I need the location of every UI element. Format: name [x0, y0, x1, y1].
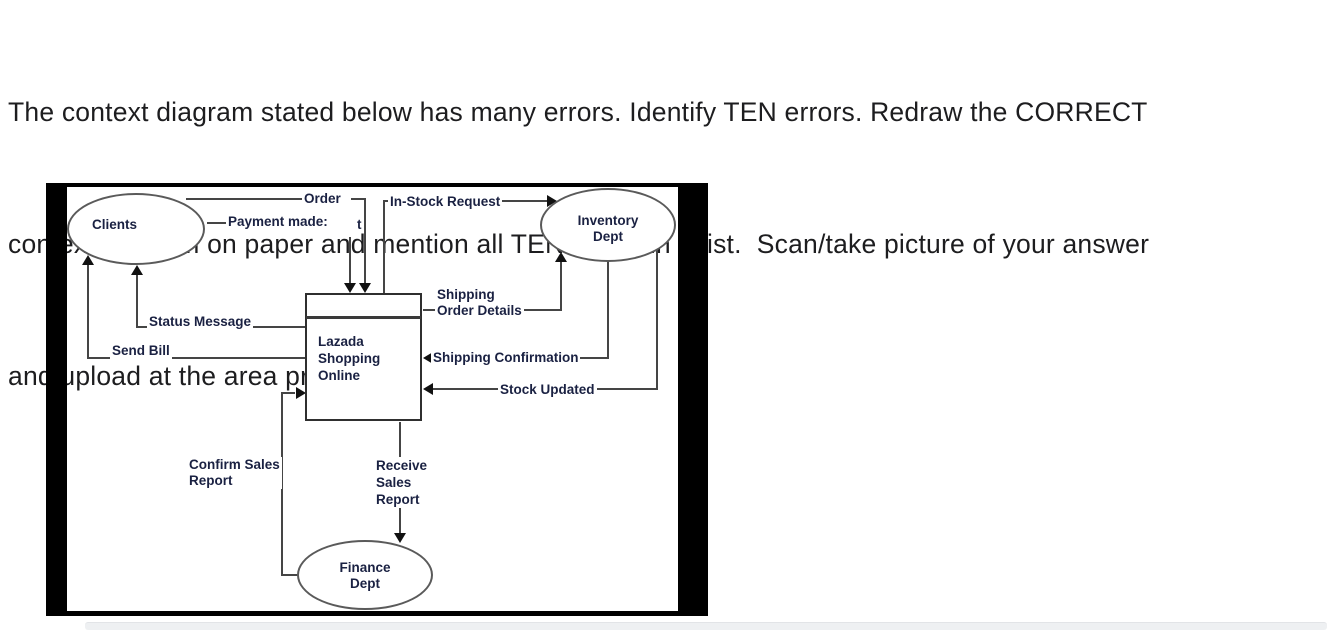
confirm-arrowhead — [296, 387, 306, 399]
flow-label-receive-sales-report: Receive Sales Report — [374, 457, 430, 508]
shipconf-arrowhead — [423, 352, 433, 364]
stock-arrowhead — [423, 383, 433, 395]
process-label-line2: Shopping — [318, 351, 381, 366]
stray-mark-artifact: t — [355, 217, 364, 233]
process-box: Lazada Shopping Online — [305, 293, 422, 421]
order-arrowhead — [359, 283, 371, 293]
finance-label-line2: Dept — [350, 576, 380, 591]
flow-line-order-v — [364, 199, 366, 285]
flow-label-confirm-sales-report: Confirm Sales Report — [187, 457, 282, 489]
flow-line-order-h2 — [351, 198, 366, 200]
sendbill-arrowhead — [82, 255, 94, 265]
shipping-order-details-line1: Shipping — [437, 287, 495, 302]
flow-line-payment-v — [349, 237, 351, 285]
confirm-sales-report-line1: Confirm Sales — [189, 457, 280, 472]
clients-entity — [67, 193, 205, 265]
process-header-divider — [306, 316, 421, 319]
receive-sales-report-line3: Report — [376, 492, 420, 507]
shiporder-arrowhead — [555, 252, 567, 262]
inventory-label-line1: Inventory — [577, 213, 639, 228]
flow-label-shipping-confirmation: Shipping Confirmation — [431, 350, 581, 366]
flow-line-payment-h — [207, 222, 229, 224]
flow-line-status-v — [136, 273, 138, 328]
flow-line-shipconf-v — [607, 261, 609, 359]
frame-top-border — [46, 183, 708, 187]
inventory-label: Inventory Dept — [540, 213, 676, 245]
question-line-1: The context diagram stated below has man… — [8, 97, 1148, 127]
flow-line-stock-v — [656, 248, 658, 390]
receive-arrowhead — [394, 533, 406, 543]
flow-label-shipping-order-details: Shipping Order Details — [435, 287, 524, 318]
flow-line-confirm-h2 — [283, 574, 298, 576]
shipping-order-details-line2: Order Details — [437, 302, 522, 318]
flow-line-instock-v — [383, 202, 385, 293]
flow-label-send-bill: Send Bill — [110, 343, 172, 359]
inventory-label-line2: Dept — [593, 229, 623, 244]
flow-line-shiporder-v — [560, 260, 562, 311]
frame-right-bar — [678, 183, 708, 616]
flow-label-stock-updated: Stock Updated — [498, 382, 597, 398]
flow-line-sendbill-h — [88, 357, 306, 359]
flow-line-sendbill-v — [87, 263, 89, 359]
inventory-entity — [540, 188, 676, 262]
flow-line-confirm-h1 — [283, 392, 295, 394]
instock-arrowhead — [547, 195, 557, 207]
status-arrowhead — [131, 265, 143, 275]
flow-label-payment-made: Payment made: — [226, 214, 330, 230]
process-label-line1: Lazada — [318, 334, 364, 349]
confirm-sales-report-line2: Report — [189, 473, 233, 488]
process-label-line3: Online — [318, 368, 361, 383]
finance-label: Finance Dept — [297, 560, 433, 592]
bottom-divider-strip — [85, 622, 1327, 630]
finance-entity — [297, 540, 433, 610]
payment-arrowhead — [344, 283, 356, 293]
flow-line-order-h1 — [186, 198, 305, 200]
flow-line-confirm-v — [281, 392, 283, 576]
frame-bottom-border — [46, 611, 708, 616]
receive-sales-report-line2: Sales — [376, 475, 412, 490]
clients-label: Clients — [92, 217, 138, 232]
flow-label-in-stock-request: In-Stock Request — [388, 194, 503, 210]
finance-label-line1: Finance — [339, 560, 391, 575]
flow-label-status-message: Status Message — [147, 314, 254, 330]
frame-left-bar — [46, 183, 67, 616]
flow-label-order: Order — [302, 191, 343, 207]
process-label: Lazada Shopping Online — [318, 333, 380, 384]
receive-sales-report-line1: Receive — [376, 458, 428, 473]
